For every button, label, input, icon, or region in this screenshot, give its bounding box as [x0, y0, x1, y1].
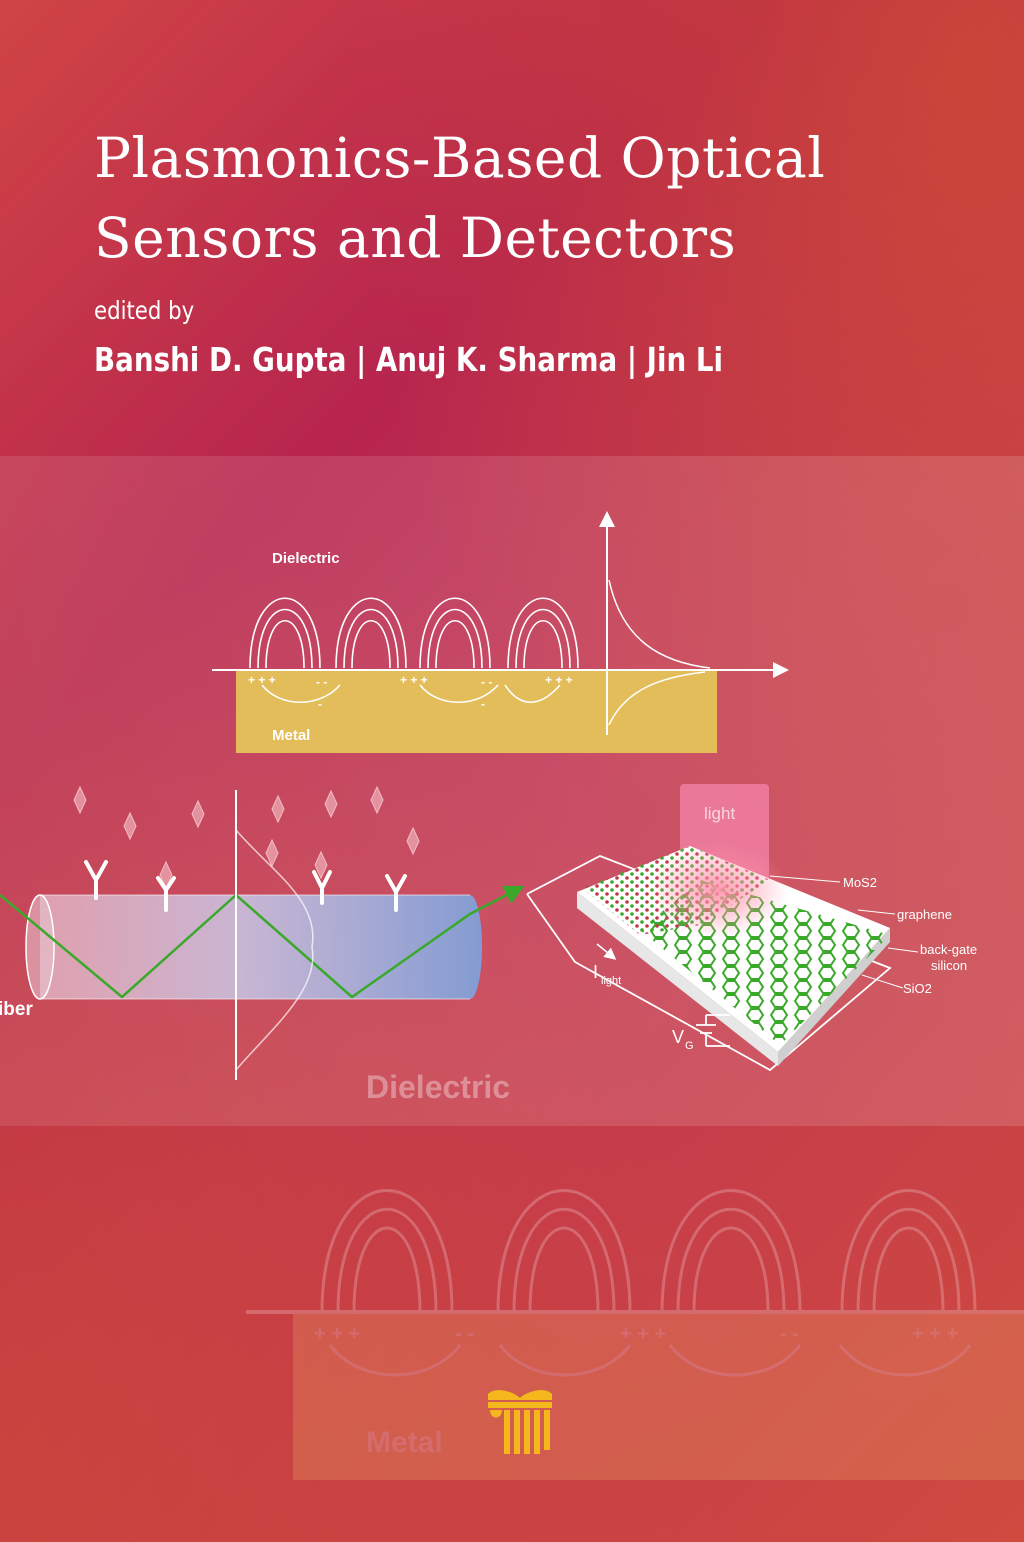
field-decay-curve	[608, 671, 706, 726]
background-metal-label: Metal	[366, 1426, 443, 1459]
background-charge-negative: - -	[455, 1323, 474, 1345]
antibodies	[84, 860, 407, 912]
spp-figure: + + + - - - + + + - - - + + + Dielectric…	[212, 511, 789, 753]
current-label: I	[593, 962, 598, 982]
light-spot	[648, 842, 788, 938]
current-subscript: light	[601, 975, 621, 987]
metal-layer	[236, 670, 717, 753]
field-decay-curve	[608, 579, 711, 669]
charge-positive: + + +	[248, 673, 276, 687]
charge-negative: - -	[316, 675, 327, 689]
charge-positive: + + +	[400, 673, 428, 687]
metal-label: Metal	[272, 727, 310, 744]
evanescent-field-curve	[235, 829, 314, 1071]
background-charge-positive: + + +	[620, 1323, 666, 1345]
graphene-label: graphene	[897, 907, 952, 922]
substrate-side	[577, 892, 778, 1066]
charge-negative: - -	[481, 675, 492, 689]
light-ray	[0, 885, 525, 999]
background-charge-positive: + + +	[314, 1323, 360, 1345]
background-spp-figure: + + + - - + + + - - + + + Metal	[246, 1189, 1024, 1480]
fiber-end	[25, 894, 55, 1000]
circuit-wire	[526, 855, 892, 1072]
backgate-label: back-gate	[920, 942, 977, 957]
background-metal-layer	[293, 1312, 1024, 1480]
field-loops	[249, 597, 579, 704]
edited-by-label: edited by	[94, 296, 195, 325]
title-line-1: Plasmonics-Based Optical	[94, 126, 826, 190]
book-title: Plasmonics-Based Optical Sensors and Det…	[94, 118, 825, 278]
charge-negative: -	[481, 697, 485, 711]
gate-voltage-label: V	[672, 1027, 684, 1047]
background-charge-negative: - -	[780, 1323, 799, 1345]
publisher-logo-icon	[488, 1390, 552, 1454]
dielectric-label: Dielectric	[272, 550, 340, 567]
charge-positive: + + +	[545, 673, 573, 687]
silicon-label: silicon	[931, 958, 967, 973]
photodetector-figure: light MoS2 graphene back-gate silicon Si…	[526, 784, 977, 1072]
gate-voltage-subscript: G	[685, 1040, 694, 1052]
mos2-label: MoS2	[843, 875, 877, 890]
analyte-molecules	[73, 785, 420, 890]
author-names: Banshi D. Gupta | Anuj K. Sharma | Jin L…	[94, 340, 724, 379]
background-dielectric-label: Dielectric	[366, 1069, 510, 1105]
light-label: light	[704, 804, 735, 823]
sio2-label: SiO2	[903, 981, 932, 996]
charge-negative: -	[318, 697, 322, 711]
title-line-2: Sensors and Detectors	[94, 206, 737, 270]
figure-panel	[0, 456, 1024, 1126]
fiber-sensor-figure: iber	[0, 785, 525, 1080]
gate-voltage-source	[696, 1014, 730, 1047]
background-charge-positive: + + +	[912, 1323, 958, 1345]
fiber-label: iber	[0, 999, 33, 1020]
